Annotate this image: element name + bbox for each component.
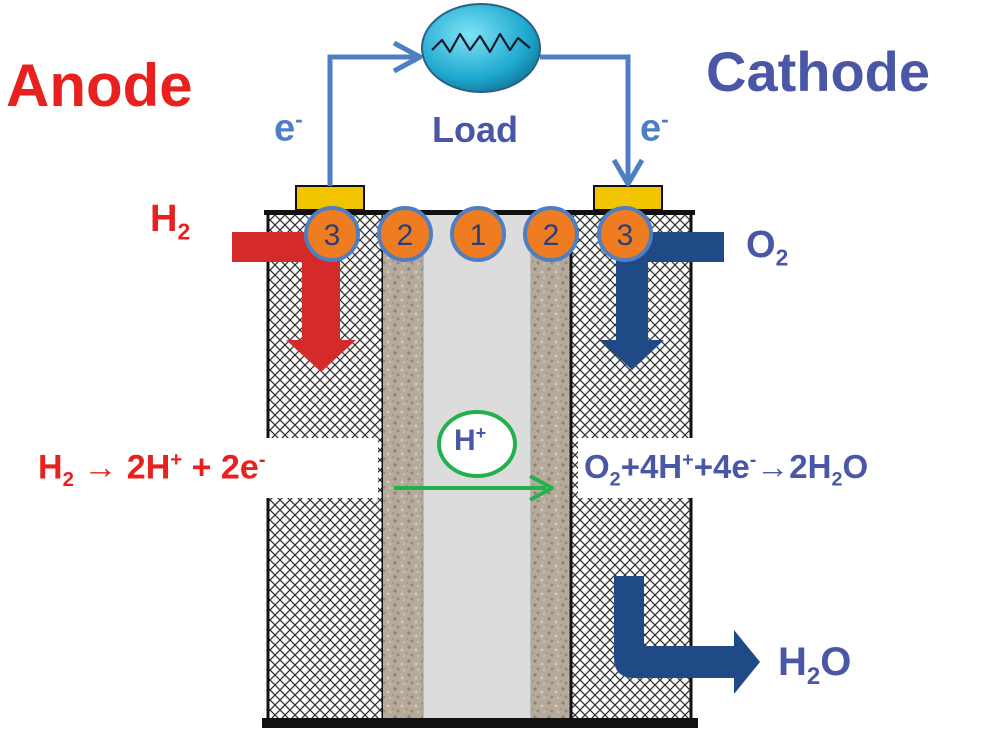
anode-reaction-backdrop	[28, 438, 378, 498]
proton-circle	[437, 410, 517, 478]
h2o-outlet-arrow-icon	[614, 576, 760, 694]
electron-label-right: e-	[640, 106, 669, 150]
cell-bottom-edge	[262, 718, 698, 728]
wire-arrowhead-right-icon	[392, 40, 423, 74]
o2-inlet-arrow-icon	[600, 232, 724, 370]
anode-catalyst-layer	[383, 212, 423, 722]
layer-number: 3	[324, 219, 341, 252]
wire-arrowhead-down-icon	[611, 158, 645, 187]
h2o-outlet-label: H2O	[778, 640, 852, 690]
load-icon	[421, 3, 541, 93]
anode-title: Anode	[6, 52, 193, 119]
layer-number: 1	[470, 219, 487, 252]
load-waveform-icon	[431, 32, 531, 54]
layer-circle-anode-gdl	[304, 206, 360, 262]
proton-arrowhead-icon	[529, 474, 554, 502]
anode-reaction-equation: H2 → 2H+ + 2e-	[38, 448, 266, 492]
cathode-title: Cathode	[706, 40, 930, 103]
proton-label: H+	[454, 423, 487, 457]
cathode-terminal	[593, 185, 663, 211]
o2-inlet-label: O2	[746, 224, 789, 271]
layer-circle-membrane	[450, 206, 506, 262]
cathode-catalyst-layer	[531, 212, 571, 722]
layer-circle-anode-catalyst	[377, 206, 433, 262]
cathode-reaction-backdrop	[578, 438, 1004, 498]
anode-terminal	[295, 185, 365, 211]
layer-number: 2	[543, 219, 560, 252]
h2-inlet-arrow-icon	[232, 232, 356, 372]
cathode-reaction-equation: O2+4H++4e-→2H2O	[584, 448, 869, 491]
external-wire-right	[540, 54, 631, 180]
layer-number: 2	[397, 219, 414, 252]
layer-circle-cathode-catalyst	[523, 206, 579, 262]
electron-label-left: e-	[274, 106, 303, 150]
h2-inlet-label: H2	[150, 198, 191, 245]
external-wire-left	[327, 54, 416, 186]
layer-circle-cathode-gdl	[597, 206, 653, 262]
layer-number: 3	[617, 219, 634, 252]
load-label: Load	[432, 109, 518, 150]
